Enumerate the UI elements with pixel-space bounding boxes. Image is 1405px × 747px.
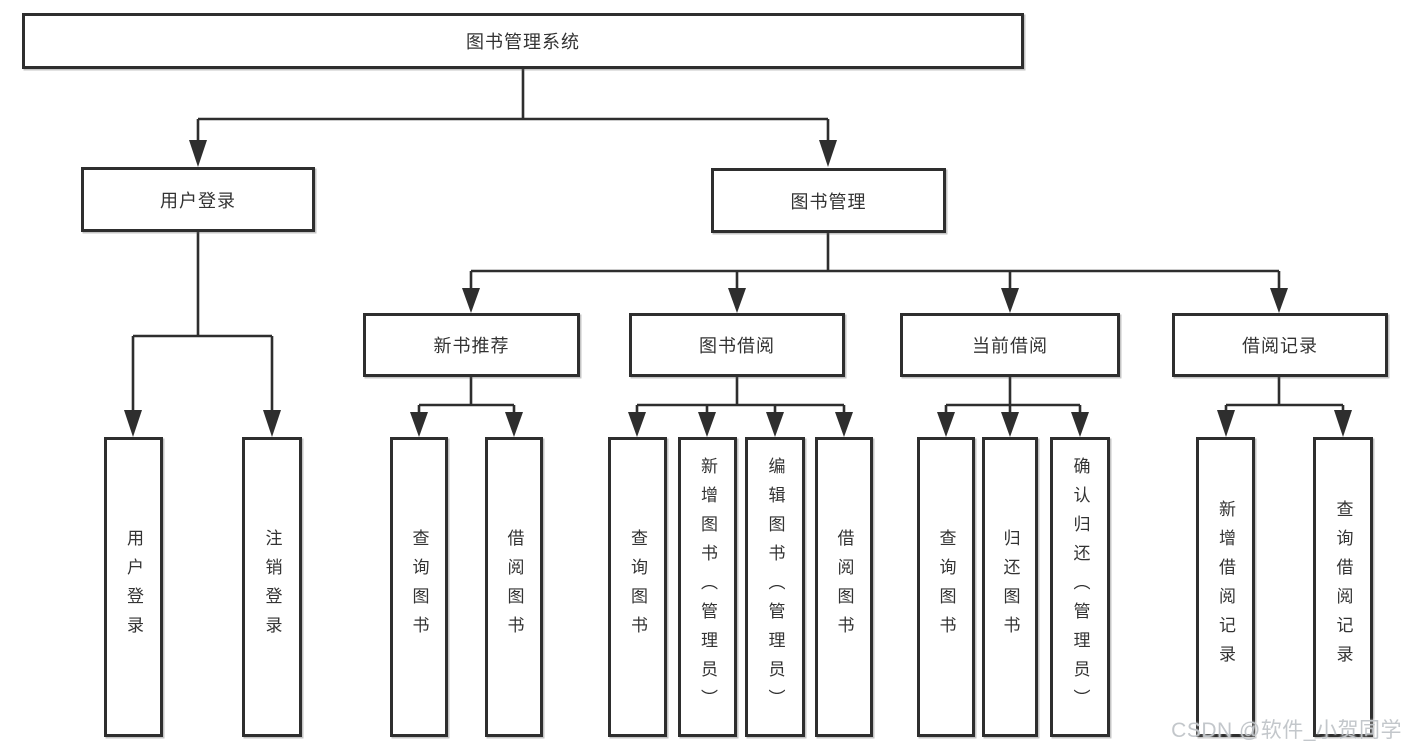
node-new-book-recommend: 新书推荐 xyxy=(363,313,580,377)
node-new-book-recommend-label: 新书推荐 xyxy=(433,336,510,356)
node-current-borrow-label: 当前借阅 xyxy=(972,336,1048,356)
leaf-logout: 注销登录 xyxy=(242,437,302,737)
connector-shafts xyxy=(131,69,1345,418)
arrowheads xyxy=(124,140,1352,437)
node-root-library-system: 图书管理系统 xyxy=(22,13,1024,69)
leaf-bb-add-book-admin: 新增图书（管理员） xyxy=(678,437,737,737)
leaf-user-login: 用户登录 xyxy=(104,437,163,737)
leaf-bb-borrow-book: 借阅图书 xyxy=(815,437,873,737)
leaf-nbr-query-book: 查询图书 xyxy=(390,437,448,737)
leaf-br-add-record: 新增借阅记录 xyxy=(1196,437,1255,737)
leaf-nbr-borrow-book: 借阅图书 xyxy=(485,437,543,737)
leaf-cb-confirm-return: 确认归还（管理员） xyxy=(1050,437,1110,737)
node-book-borrow: 图书借阅 xyxy=(629,313,845,377)
node-root-label: 图书管理系统 xyxy=(466,32,580,52)
node-borrow-records: 借阅记录 xyxy=(1172,313,1388,377)
leaf-bb-query-book: 查询图书 xyxy=(608,437,667,737)
csdn-watermark: CSDN @软件_小贺同学 xyxy=(1171,719,1402,742)
node-book-management-label: 图书管理 xyxy=(790,191,867,212)
leaf-cb-return-book: 归还图书 xyxy=(982,437,1038,737)
node-book-management: 图书管理 xyxy=(711,168,946,233)
node-book-borrow-label: 图书借阅 xyxy=(699,336,775,356)
node-current-borrow: 当前借阅 xyxy=(900,313,1120,377)
leaf-br-query-record: 查询借阅记录 xyxy=(1313,437,1373,737)
leaf-cb-query-book: 查询图书 xyxy=(917,437,975,737)
leaf-bb-edit-book-admin: 编辑图书（管理员） xyxy=(745,437,805,737)
node-borrow-records-label: 借阅记录 xyxy=(1242,336,1318,356)
node-user-login: 用户登录 xyxy=(81,167,315,232)
node-user-login-label: 用户登录 xyxy=(160,190,236,211)
